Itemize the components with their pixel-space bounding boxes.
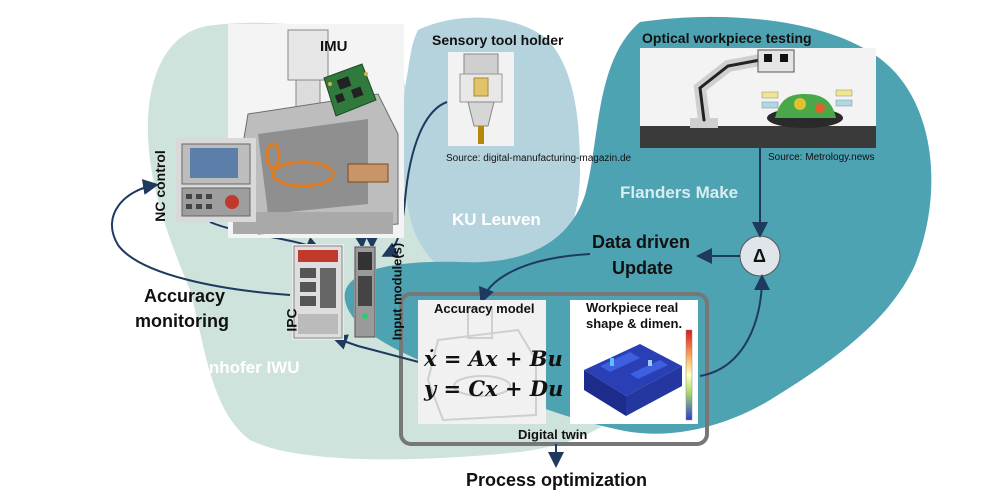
digital-twin-box — [399, 292, 709, 446]
imu-label: IMU — [320, 38, 348, 55]
region-label-fraunhofer: Fraunhofer IWU — [172, 358, 300, 377]
data-driven-line-1: Data driven — [592, 232, 691, 252]
tool-holder-label: Sensory tool holder — [432, 32, 564, 48]
arrow-twin-to-ipc — [331, 334, 431, 366]
accuracy-monitoring-line-2: monitoring — [135, 311, 229, 331]
delta-symbol: Δ — [753, 246, 766, 266]
region-label-ku-leuven: KU Leuven — [452, 210, 541, 229]
workpiece-real-line-2: shape & dimen. — [586, 316, 683, 331]
imu-board-image — [318, 60, 378, 120]
data-driven-line-2: Update — [612, 258, 674, 278]
metrology-source: Source: Metrology.news — [768, 152, 875, 163]
accuracy-model-label: Accuracy model — [434, 301, 535, 316]
workpiece-fe-image — [570, 300, 698, 424]
nc-control-image — [176, 138, 256, 222]
region-label-flanders: Flanders Make — [620, 183, 739, 202]
accuracy-monitoring-line-1: Accuracy — [144, 286, 226, 306]
state-equation: ẋ = Ax + Bu — [424, 346, 563, 371]
arrow-toolholder-to-input — [381, 101, 448, 257]
process-optimization-label: Process optimization — [466, 470, 648, 490]
ipc-image — [292, 244, 344, 340]
ipc-label: IPC — [283, 308, 300, 332]
tool-holder-source: Source: digital-manufacturing-magazin.de — [446, 153, 632, 164]
machine-tool-image — [228, 24, 404, 238]
output-equation: y = Cx + Du — [424, 376, 564, 401]
workpiece-real-line-1: Workpiece real — [586, 300, 679, 315]
optical-testing-label: Optical workpiece testing — [642, 30, 812, 46]
nc-control-label: NC control — [152, 150, 168, 222]
input-modules-label: Input module(s) — [389, 242, 405, 341]
ku-leuven-region — [402, 17, 580, 287]
arrow-update-to-model — [479, 253, 591, 304]
tool-holder-image — [448, 52, 514, 146]
input-module-image — [354, 246, 376, 338]
arrow-workpiece-to-delta — [699, 274, 770, 377]
arrow-ipc-to-nc — [111, 179, 291, 296]
accuracy-model-image — [418, 300, 546, 424]
digital-twin-label: Digital twin — [518, 427, 588, 442]
optical-testing-image — [640, 48, 876, 148]
